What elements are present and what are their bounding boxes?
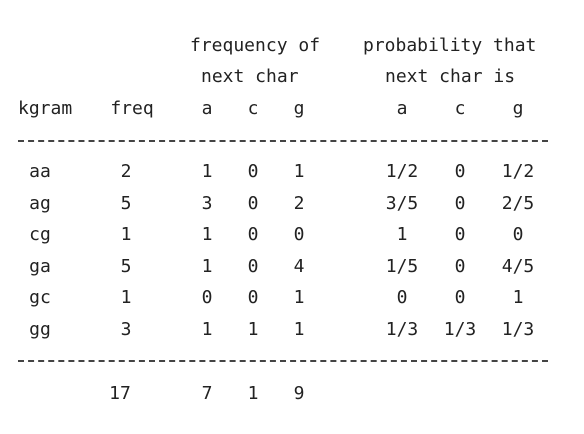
cell-count-g: 2 — [293, 193, 305, 214]
cell-kgram: cg — [29, 224, 51, 245]
total-count-c: 1 — [247, 383, 259, 404]
header-probability-line1: probability that — [363, 35, 537, 56]
cell-prob-g: 2/5 — [501, 193, 535, 214]
cell-prob-c: 0 — [454, 161, 466, 182]
cell-prob-a: 3/5 — [385, 193, 419, 214]
cell-kgram: gc — [29, 287, 51, 308]
cell-freq: 1 — [120, 287, 132, 308]
cell-prob-a: 1/2 — [385, 161, 419, 182]
cell-prob-a: 0 — [396, 287, 408, 308]
header-freq-col-c: c — [247, 98, 259, 119]
cell-count-a: 1 — [201, 319, 213, 340]
header-freq: freq — [110, 98, 154, 119]
cell-freq: 3 — [120, 319, 132, 340]
cell-count-c: 0 — [247, 224, 259, 245]
cell-prob-a: 1/3 — [385, 319, 419, 340]
cell-freq: 5 — [120, 256, 132, 277]
cell-count-c: 0 — [247, 161, 259, 182]
cell-kgram: aa — [29, 161, 51, 182]
cell-count-g: 4 — [293, 256, 305, 277]
cell-count-c: 0 — [247, 287, 259, 308]
cell-count-a: 1 — [201, 256, 213, 277]
cell-prob-c: 0 — [454, 287, 466, 308]
cell-prob-c: 0 — [454, 256, 466, 277]
cell-prob-a: 1 — [396, 224, 408, 245]
cell-count-a: 1 — [201, 161, 213, 182]
cell-kgram: ag — [29, 193, 51, 214]
cell-count-c: 0 — [247, 193, 259, 214]
header-freq-col-a: a — [201, 98, 213, 119]
cell-freq: 1 — [120, 224, 132, 245]
cell-prob-g: 1/3 — [501, 319, 535, 340]
cell-prob-g: 1 — [512, 287, 524, 308]
cell-kgram: ga — [29, 256, 51, 277]
cell-count-g: 1 — [293, 287, 305, 308]
cell-prob-g: 0 — [512, 224, 524, 245]
cell-prob-c: 0 — [454, 193, 466, 214]
cell-kgram: gg — [29, 319, 51, 340]
header-prob-col-a: a — [396, 98, 408, 119]
header-probability-line2: next char is — [385, 66, 516, 87]
cell-count-g: 0 — [293, 224, 305, 245]
top-divider — [18, 140, 548, 142]
total-count-g: 9 — [293, 383, 305, 404]
cell-freq: 5 — [120, 193, 132, 214]
cell-count-g: 1 — [293, 161, 305, 182]
cell-prob-g: 1/2 — [501, 161, 535, 182]
bottom-divider — [18, 360, 548, 362]
header-prob-col-c: c — [454, 98, 466, 119]
cell-prob-g: 4/5 — [501, 256, 535, 277]
cell-freq: 2 — [120, 161, 132, 182]
header-kgram: kgram — [18, 98, 73, 119]
cell-count-g: 1 — [293, 319, 305, 340]
header-frequency-line1: frequency of — [190, 35, 321, 56]
cell-prob-c: 1/3 — [443, 319, 477, 340]
cell-count-c: 0 — [247, 256, 259, 277]
cell-count-a: 3 — [201, 193, 213, 214]
cell-prob-c: 0 — [454, 224, 466, 245]
cell-count-c: 1 — [247, 319, 259, 340]
header-prob-col-g: g — [512, 98, 524, 119]
header-freq-col-g: g — [293, 98, 305, 119]
cell-prob-a: 1/5 — [385, 256, 419, 277]
cell-count-a: 1 — [201, 224, 213, 245]
total-freq: 17 — [109, 383, 131, 404]
header-frequency-line2: next char — [201, 66, 299, 87]
total-count-a: 7 — [201, 383, 213, 404]
cell-count-a: 0 — [201, 287, 213, 308]
